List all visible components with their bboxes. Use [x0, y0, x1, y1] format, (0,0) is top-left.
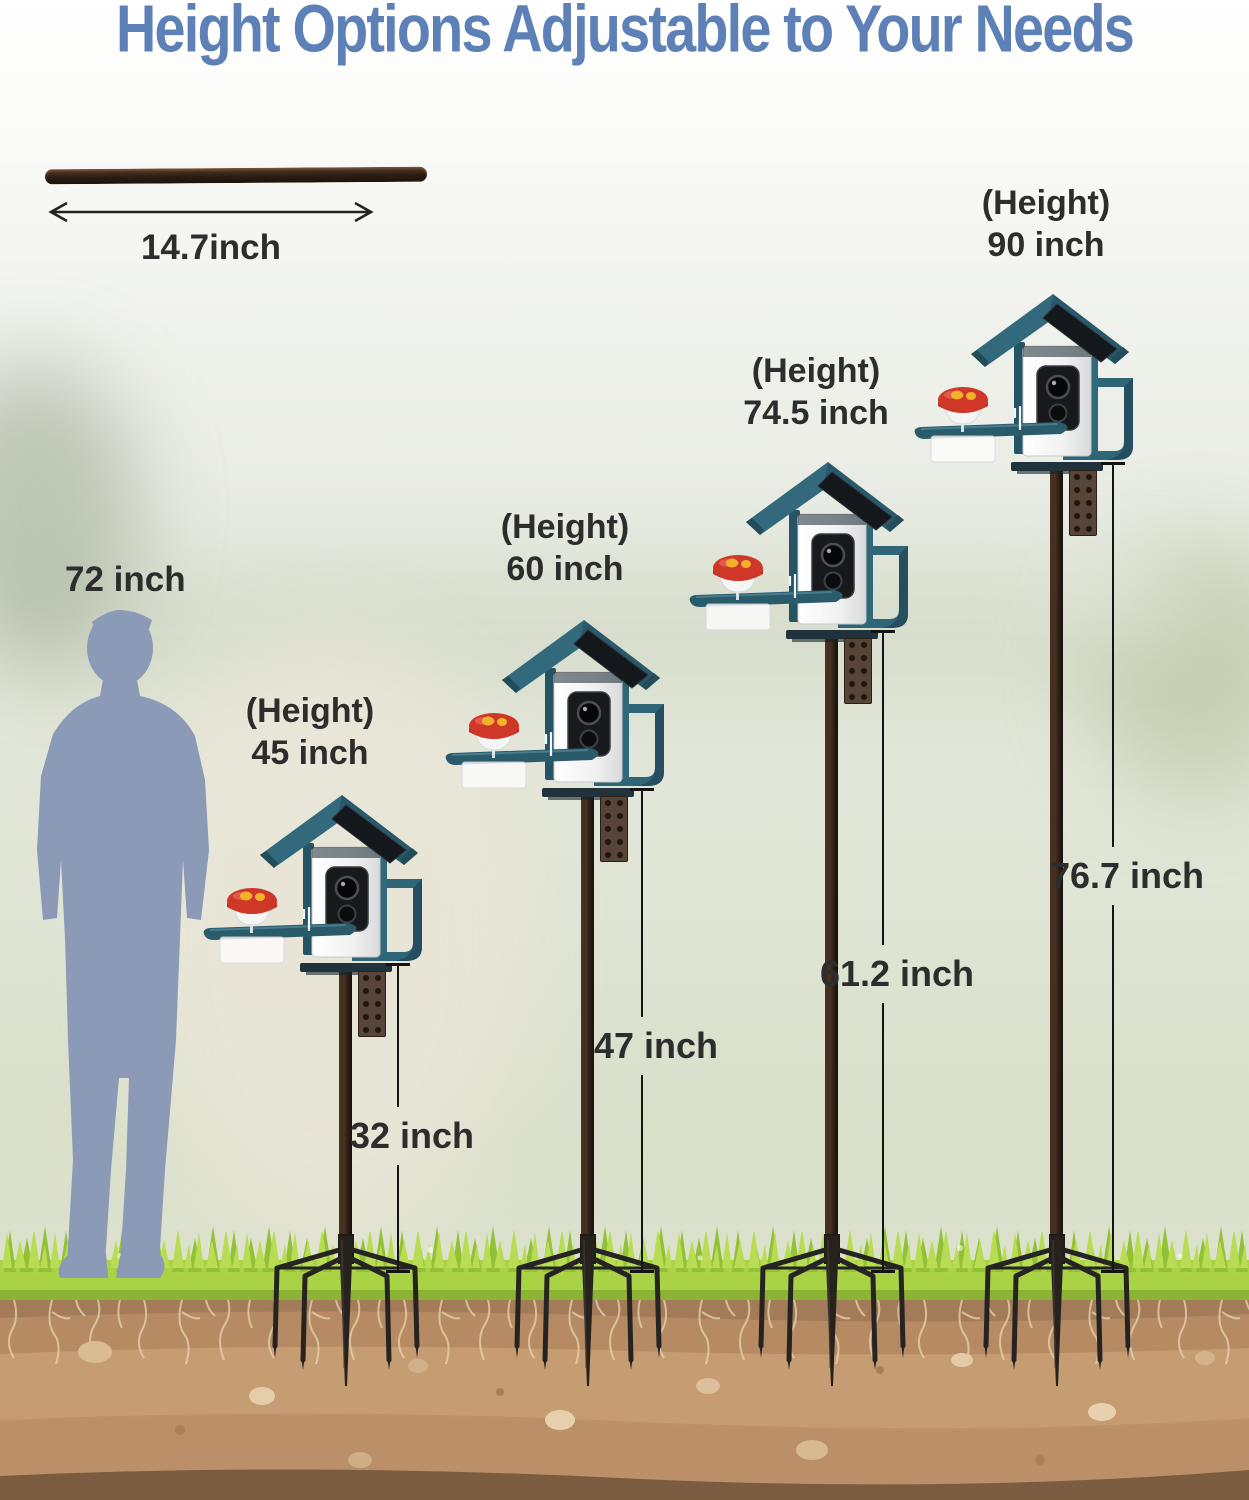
feeder4-pole: [1050, 465, 1063, 1262]
feeder2-pole: [581, 791, 594, 1262]
feeder4-height-label: (Height) 90 inch: [982, 182, 1110, 266]
height-value: 74.5 inch: [743, 394, 889, 432]
sample-pole-section: [44, 166, 428, 185]
stones: [78, 1341, 1215, 1468]
double-arrow-icon: [48, 201, 374, 223]
feeder2-pole-measure: 47 inch: [594, 788, 718, 1273]
feeder1-perforated-strip: [358, 971, 386, 1037]
feeder1-bird-feeder: [200, 791, 435, 976]
feeder2-height-label: (Height) 60 inch: [501, 506, 629, 590]
feeder1-pole: [339, 966, 352, 1262]
feeder2-perforated-strip: [600, 796, 628, 862]
feeder4-perforated-strip: [1069, 470, 1097, 536]
feeder3-pole-measure: 61.2 inch: [820, 630, 974, 1273]
feeder2-bird-feeder: [442, 616, 677, 801]
feeder4-bird-feeder: [911, 290, 1146, 475]
feeder3-height-label: (Height) 74.5 inch: [743, 350, 889, 434]
fence-blur: [1049, 560, 1209, 630]
person-height-label: 72 inch: [65, 560, 186, 599]
page-title: Height Options Adjustable to Your Needs: [116, 0, 1135, 67]
height-prefix: (Height): [751, 352, 881, 390]
height-prefix: (Height): [981, 184, 1111, 222]
soil-cross-section: [0, 1300, 1249, 1500]
feeder2-pole-length-label: 47 inch: [593, 1025, 719, 1066]
feeder4-pole-measure: 76.7 inch: [1050, 462, 1204, 1273]
height-prefix: (Height): [245, 692, 375, 730]
height-value: 90 inch: [987, 226, 1105, 264]
feeder4-pole-length-label: 76.7 inch: [1049, 855, 1205, 896]
height-prefix: (Height): [500, 508, 630, 546]
feeder3-pole: [825, 633, 838, 1262]
feeder1-pole-length-label: 32 inch: [349, 1115, 475, 1156]
feeder3-pole-length-label: 61.2 inch: [819, 953, 975, 994]
feeder3-perforated-strip: [844, 638, 872, 704]
height-value: 45 inch: [251, 734, 369, 772]
height-value: 60 inch: [506, 550, 624, 588]
feeder3-bird-feeder: [686, 458, 921, 643]
feeder1-height-label: (Height) 45 inch: [246, 690, 374, 774]
feeder1-pole-measure: 32 inch: [350, 963, 474, 1273]
sample-pole-length-label: 14.7inch: [140, 228, 282, 267]
